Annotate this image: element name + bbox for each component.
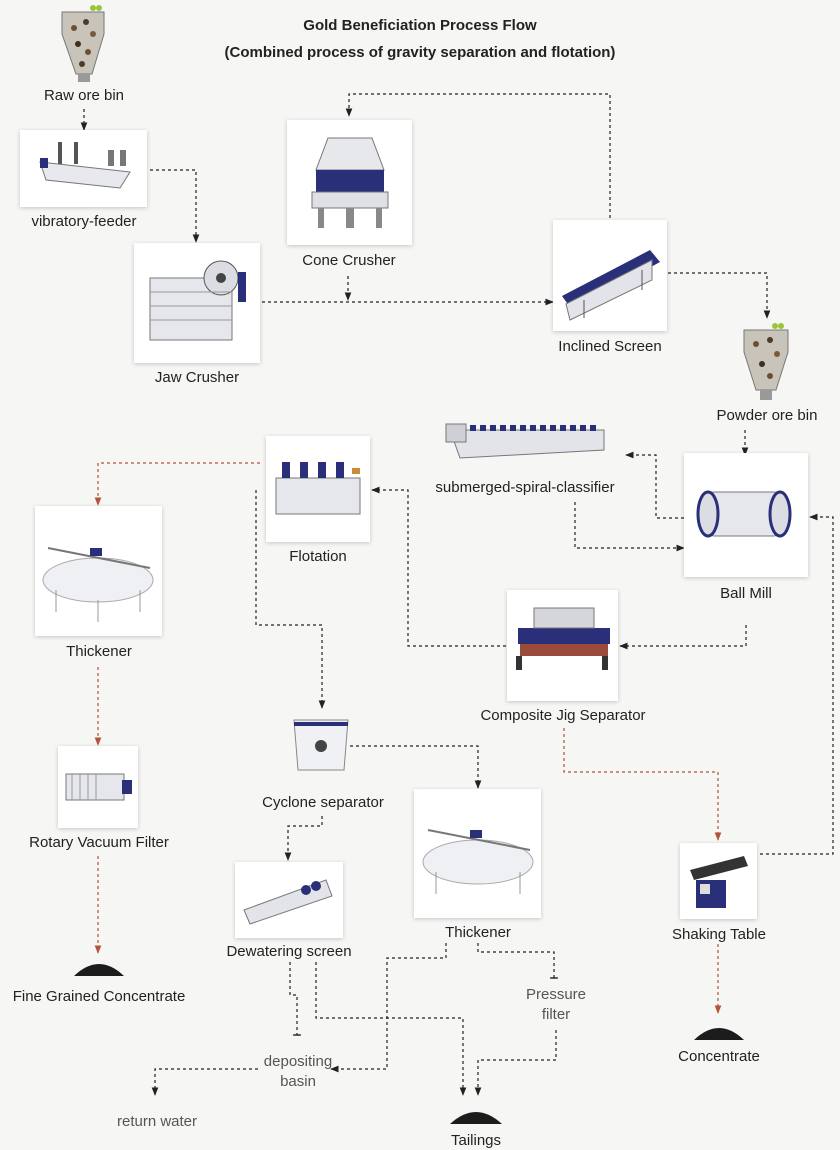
flotation-icon [266,436,370,542]
flow-dewater-basin [289,962,301,1036]
label-tailings: Tailings [450,1132,502,1149]
composite-jig-icon [507,590,618,701]
label-thickener-mid: Thickener [445,924,511,941]
label-powder-ore-bin: Powder ore bin [716,407,818,424]
label-pressure-filter: Pressure filter [525,986,587,1023]
flow-dewater-tailings [315,962,467,1096]
ball-mill-icon [684,453,808,577]
rotary-vacuum-filter-icon [58,746,138,828]
cyclone-icon [293,719,349,771]
label-jaw-crusher: Jaw Crusher [154,369,240,386]
label-ball-mill: Ball Mill [720,585,772,602]
flow-flotation-thickener [94,462,260,506]
flow-classifier-ballmill [574,502,685,552]
label-flotation: Flotation [289,548,347,565]
label-return-water: return water [116,1113,198,1130]
label-depositing-basin: depositing basin [263,1053,333,1090]
raw-ore-bin-icon [61,5,105,82]
label-thickener-left: Thickener [66,643,132,660]
flow-shaking-ballmill [760,513,834,855]
spiral-classifier-icon [445,423,605,459]
flow-ballmill-classifier [625,451,684,519]
concentrate-pile-icon [694,1028,744,1040]
label-concentrate: Concentrate [678,1048,760,1065]
label-cyclone: Cyclone separator [262,794,384,811]
label-shaking-table: Shaking Table [672,926,766,943]
label-inclined-screen: Inclined Screen [558,338,662,355]
diagram-title: Gold Beneficiation Process Flow [303,17,537,34]
tailings-pile-icon [450,1112,502,1124]
label-cone-crusher: Cone Crusher [302,252,396,269]
diagram-subtitle: (Combined process of gravity separation … [224,44,616,61]
flow-pressure-tailings [474,1030,557,1096]
flow-cyclone-thickener [350,745,482,789]
inclined-screen-icon [553,220,667,331]
label-fine-concentrate: Fine Grained Concentrate [12,988,186,1005]
fine-concentrate-pile-icon [74,964,124,976]
flow-feeder-jaw [150,169,200,243]
flow-screen-powderbin [668,272,771,319]
cone-crusher-icon [287,120,412,245]
flow-jig-flotation [371,486,506,647]
flow-cyclone-dewater [284,816,323,861]
label-rotary-vacuum-filter: Rotary Vacuum Filter [29,834,169,851]
flow-jig-shaking [563,728,722,841]
thickener-left-icon [35,506,162,636]
thickener-mid-icon [414,789,541,918]
dewatering-screen-icon [235,862,343,938]
vibratory-feeder-icon [20,130,147,207]
flow-flotation-cyclone [255,490,326,709]
label-dewatering-screen: Dewatering screen [226,943,352,960]
flow-thickener-pressure [477,943,558,979]
flow-screen-cone-return [345,93,611,218]
flow-basin-return [151,1068,258,1096]
label-raw-ore-bin: Raw ore bin [43,87,125,104]
label-spiral-classifier: submerged-spiral-classifier [435,479,615,496]
label-composite-jig: Composite Jig Separator [480,707,646,724]
powder-ore-bin-icon [743,323,789,400]
jaw-crusher-icon [134,243,260,363]
flow-thickener-basin [330,943,447,1073]
shaking-table-icon [680,843,757,919]
label-vibratory-feeder: vibratory-feeder [31,213,137,230]
flow-ballmill-jig [619,625,747,650]
